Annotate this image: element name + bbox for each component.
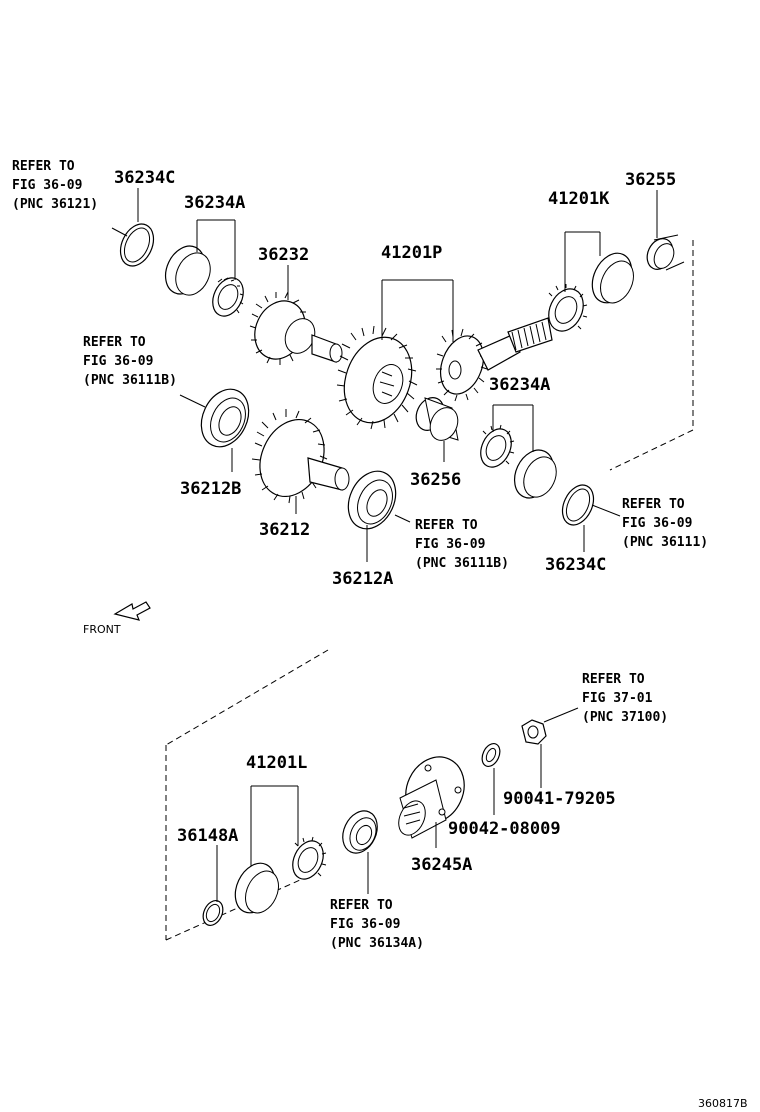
label-36212: 36212 [259, 520, 310, 540]
gear-36212 [251, 409, 350, 504]
snap-ring-36234C-top [119, 223, 155, 267]
refer-note-4-line1: REFER TO [622, 497, 685, 512]
refer-note-3-line1: REFER TO [415, 518, 478, 533]
label-36234A-top: 36234A [184, 193, 245, 213]
bearing-cone-41201L [292, 836, 327, 880]
refer-note-2-line2: FIG 36-09 [83, 354, 153, 369]
refer-note-2-line3: (PNC 36111B) [83, 373, 177, 388]
spacer-36255 [646, 234, 685, 271]
dashed-frame [165, 240, 694, 941]
label-36232: 36232 [258, 245, 309, 265]
bearing-race-36234A-mid [513, 449, 557, 499]
refer-note-3-line3: (PNC 36111B) [415, 556, 509, 571]
bearing-36134A [342, 810, 378, 854]
bearing-cone-36234A-mid [480, 424, 515, 468]
leader-lines [111, 188, 658, 902]
refer-note-1-line2: FIG 36-09 [12, 178, 82, 193]
label-36255: 36255 [625, 170, 676, 190]
ring-gear-41201P [336, 325, 418, 430]
label-36148A: 36148A [177, 826, 238, 846]
label-41201K: 41201K [548, 189, 610, 209]
refer-note-4-line3: (PNC 36111) [622, 535, 708, 550]
snap-ring-36234C-mid [561, 484, 595, 526]
refer-note-6-line1: REFER TO [330, 898, 393, 913]
front-arrow-icon [113, 601, 151, 621]
label-90042-08009: 90042-08009 [448, 819, 561, 839]
gear-36232 [249, 291, 343, 365]
refer-notes: REFER TO FIG 36-09 (PNC 36121) REFER TO … [12, 159, 708, 951]
refer-note-5-line1: REFER TO [582, 672, 645, 687]
bearing-race-41201K [591, 252, 634, 304]
refer-note-5-line2: FIG 37-01 [582, 691, 653, 706]
spacer-36256 [415, 397, 459, 441]
seal-36148A [202, 900, 224, 926]
bearing-36212A [347, 470, 397, 530]
refer-note-5-line3: (PNC 37100) [582, 710, 668, 725]
bearing-cone-36234A-top [212, 277, 244, 317]
label-36245A: 36245A [411, 855, 472, 875]
bearing-race-36234A-top [164, 245, 211, 296]
pinion-gear-41201P [436, 317, 553, 402]
label-41201P: 41201P [381, 243, 442, 263]
refer-note-1-line1: REFER TO [12, 159, 75, 174]
refer-note-4-line2: FIG 36-09 [622, 516, 692, 531]
label-36212B: 36212B [180, 479, 241, 499]
bearing-cone-41201K [548, 284, 588, 332]
label-36234C-top: 36234C [114, 168, 175, 188]
bearing-36212B [200, 388, 250, 448]
front-label: FRONT [83, 623, 121, 636]
refer-note-6-line3: (PNC 36134A) [330, 936, 424, 951]
part-labels: 36234C 36234A 36232 41201P 41201K 36255 … [114, 168, 676, 875]
refer-note-1-line3: (PNC 36121) [12, 197, 98, 212]
washer-90042-08009 [481, 743, 501, 767]
refer-note-3-line2: FIG 36-09 [415, 537, 485, 552]
refer-note-2-line1: REFER TO [83, 335, 146, 350]
figure-id: 360817B [698, 1097, 748, 1110]
label-41201L: 41201L [246, 753, 307, 773]
refer-note-6-line2: FIG 36-09 [330, 917, 400, 932]
label-36256: 36256 [410, 470, 461, 490]
bearing-race-41201L [234, 862, 279, 914]
nut-90041-79205 [521, 719, 547, 745]
flange-36245A [398, 756, 465, 839]
label-36234C-mid: 36234C [545, 555, 606, 575]
label-36212A: 36212A [332, 569, 393, 589]
label-90041-79205: 90041-79205 [503, 789, 616, 809]
label-36234A-mid: 36234A [489, 375, 550, 395]
